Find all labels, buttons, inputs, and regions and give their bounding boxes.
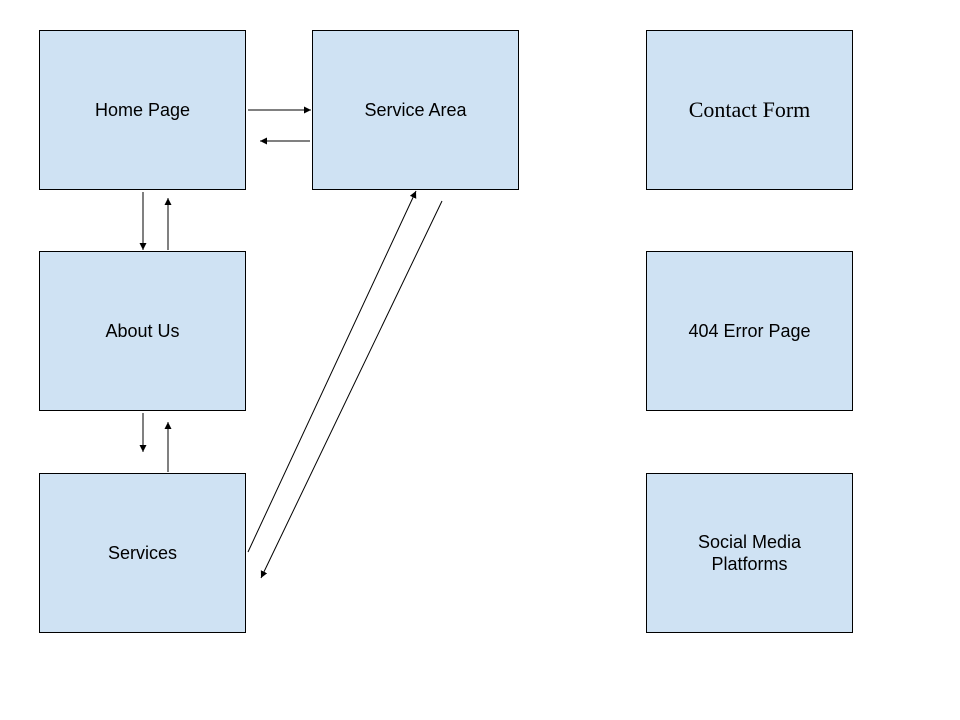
node-404-error-page-label: 404 Error Page bbox=[688, 321, 811, 341]
node-about-us[interactable]: About Us bbox=[39, 251, 246, 411]
node-contact-form[interactable]: Contact Form bbox=[646, 30, 853, 190]
node-service-area-label: Service Area bbox=[364, 100, 467, 120]
node-home-page[interactable]: Home Page bbox=[39, 30, 246, 190]
node-services-label: Services bbox=[107, 543, 178, 563]
node-services[interactable]: Services bbox=[39, 473, 246, 633]
node-home-page-label: Home Page bbox=[94, 100, 191, 120]
edge-service-area-to-services bbox=[260, 200, 443, 579]
node-social-media-platforms-label: Social Media Platforms bbox=[697, 532, 802, 574]
node-about-us-label: About Us bbox=[105, 321, 180, 341]
node-service-area[interactable]: Service Area bbox=[312, 30, 519, 190]
node-contact-form-label: Contact Form bbox=[688, 97, 811, 122]
edge-services-to-service-area bbox=[247, 190, 417, 553]
node-social-media-platforms[interactable]: Social Media Platforms bbox=[646, 473, 853, 633]
node-404-error-page[interactable]: 404 Error Page bbox=[646, 251, 853, 411]
